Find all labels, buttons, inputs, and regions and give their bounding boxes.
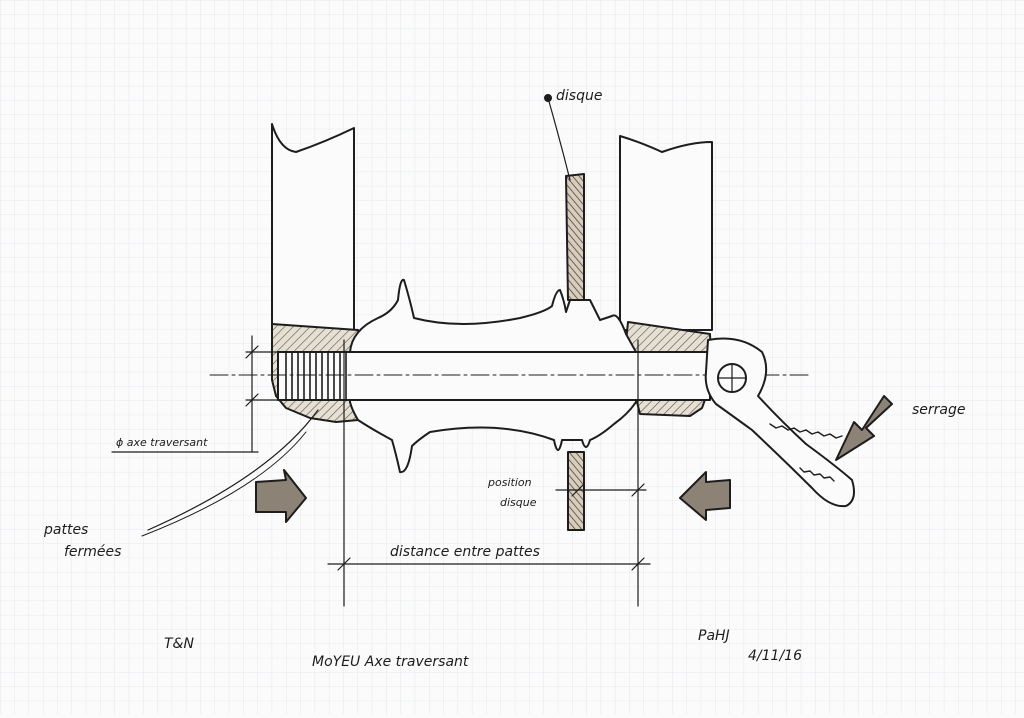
dropout-spacing-dimension (327, 339, 651, 607)
lever-grip-texture (769, 423, 843, 439)
label-closed-dropouts-2: fermées (64, 544, 121, 560)
label-closed-dropouts-1: pattes (43, 522, 88, 538)
disc-position-dimension (555, 483, 647, 497)
label-clamping: serrage (912, 402, 966, 418)
title-block-mark: T&N (164, 636, 194, 652)
label-dropout-spacing: distance entre pattes (390, 544, 540, 560)
disc-rotor-bottom (567, 451, 585, 531)
left-dropout-arrow (255, 469, 307, 523)
label-disc: disque (556, 88, 602, 104)
drawing-date: 4/11/16 (748, 648, 802, 664)
through-axle (277, 351, 711, 401)
clamping-arrow (835, 395, 893, 461)
drawing-title: MoYEU Axe traversant (312, 654, 469, 670)
closed-dropouts-leader (147, 409, 319, 531)
right-dropout-arrow (679, 471, 731, 521)
label-through-axle-diameter: ϕ axe traversant (116, 436, 208, 449)
label-disc-position-1: position (487, 476, 532, 489)
right-fork-leg (619, 135, 713, 331)
disc-rotor-top (565, 173, 585, 301)
disc-leader (547, 97, 571, 181)
label-disc-position-2: disque (500, 496, 537, 509)
axle-diameter-dimension (111, 335, 279, 453)
signature: PaHJ (698, 628, 730, 644)
axle-thread (285, 351, 347, 401)
left-fork-leg (271, 123, 355, 331)
